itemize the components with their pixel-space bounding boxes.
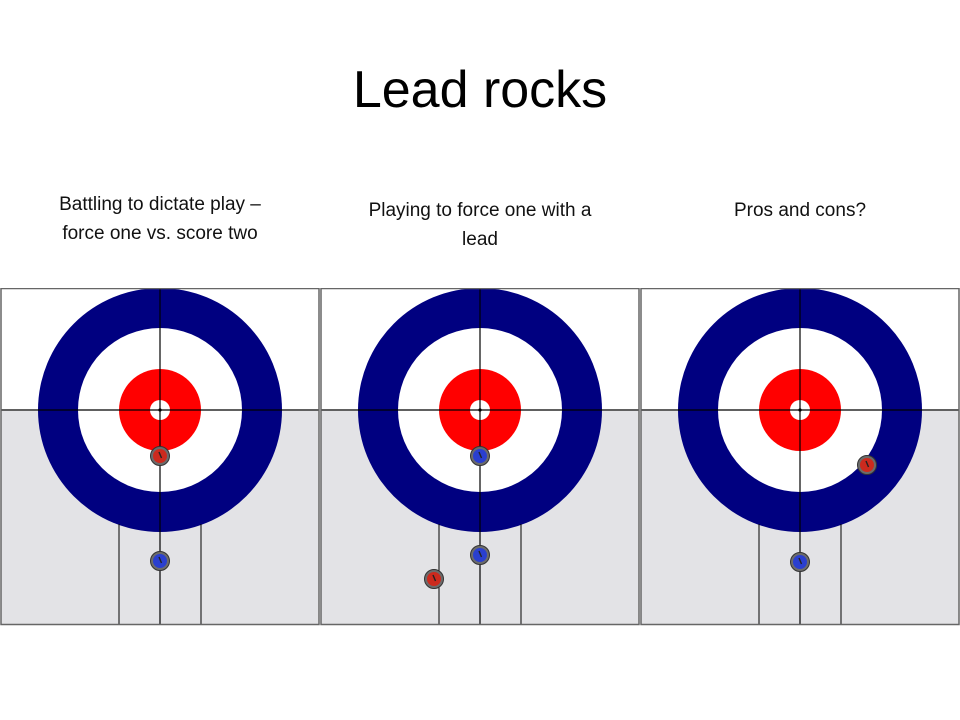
stone-handle-lead-0 xyxy=(478,451,483,459)
slide-title: Lead rocks xyxy=(352,61,608,119)
stone-handle-force-one-0 xyxy=(158,451,163,459)
pin-pros-cons xyxy=(798,408,802,412)
stone-handle-lead-2 xyxy=(432,574,437,582)
curling-sheets-diagram xyxy=(0,288,960,626)
panel-caption-force-one: Battling to dictate play – force one vs.… xyxy=(59,194,261,244)
stone-handle-lead-1 xyxy=(478,550,483,558)
stone-handle-force-one-1 xyxy=(158,556,163,564)
sheet-frame-lead xyxy=(320,288,640,626)
sheet-frame-force-one xyxy=(0,288,320,626)
panel-caption-lead: Playing to force one with a lead xyxy=(368,200,592,250)
pin-force-one xyxy=(158,408,162,412)
pin-lead xyxy=(478,408,482,412)
stone-handle-pros-cons-0 xyxy=(865,460,870,468)
sheet-frame-pros-cons xyxy=(640,288,960,626)
curling-sheets xyxy=(0,288,960,626)
stone-handle-pros-cons-1 xyxy=(798,557,803,565)
panel-caption-pros-cons: Pros and cons? xyxy=(733,200,867,221)
